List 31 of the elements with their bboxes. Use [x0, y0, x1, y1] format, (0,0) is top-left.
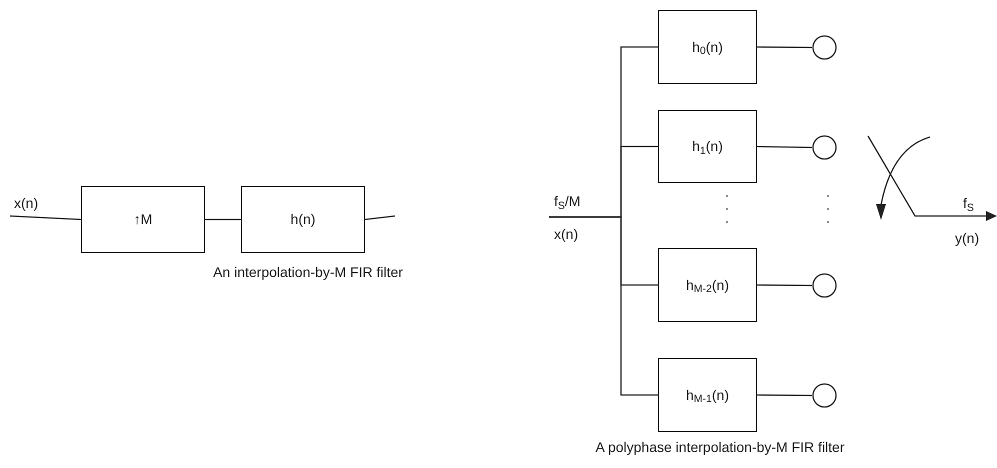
signal-line: [757, 394, 812, 396]
switch-contact: [812, 35, 837, 60]
filter-block: [658, 358, 757, 432]
signal-line: [757, 284, 812, 286]
block-label: h$_{M-2}$(n): [686, 276, 729, 296]
filter-block: [81, 186, 205, 253]
filter-block: [658, 110, 757, 183]
filter-block: [658, 248, 757, 322]
signal-label: x(n): [554, 225, 578, 244]
signal-line: [10, 215, 82, 220]
signal-line: [757, 46, 812, 48]
signal-label: f$_{S}$/M: [554, 192, 580, 212]
signal-line: [364, 215, 396, 220]
signal-line: [205, 218, 241, 220]
filter-block: [241, 186, 365, 253]
block-label: h(n): [290, 210, 316, 229]
block-label: h$_{M-1}$(n): [686, 386, 729, 406]
signal-label: f$_{S}$: [963, 194, 974, 214]
figure-caption: An interpolation-by-M FIR filter: [212, 263, 404, 282]
signal-label: y(n): [955, 229, 980, 248]
figure-caption: A polyphase interpolation-by-M FIR filter: [594, 438, 846, 457]
signal-label: x(n): [14, 194, 38, 213]
signal-line: [549, 216, 658, 396]
block-label: h$_{0}$(n): [692, 38, 723, 58]
switch-contact: [812, 135, 837, 160]
signal-line: [756, 146, 812, 148]
block-label: h$_{1}$(n): [692, 137, 723, 157]
switch-contact: [812, 383, 837, 408]
filter-block: [658, 10, 757, 84]
switch-contact: [812, 273, 837, 298]
block-label: ↑M: [134, 210, 152, 229]
